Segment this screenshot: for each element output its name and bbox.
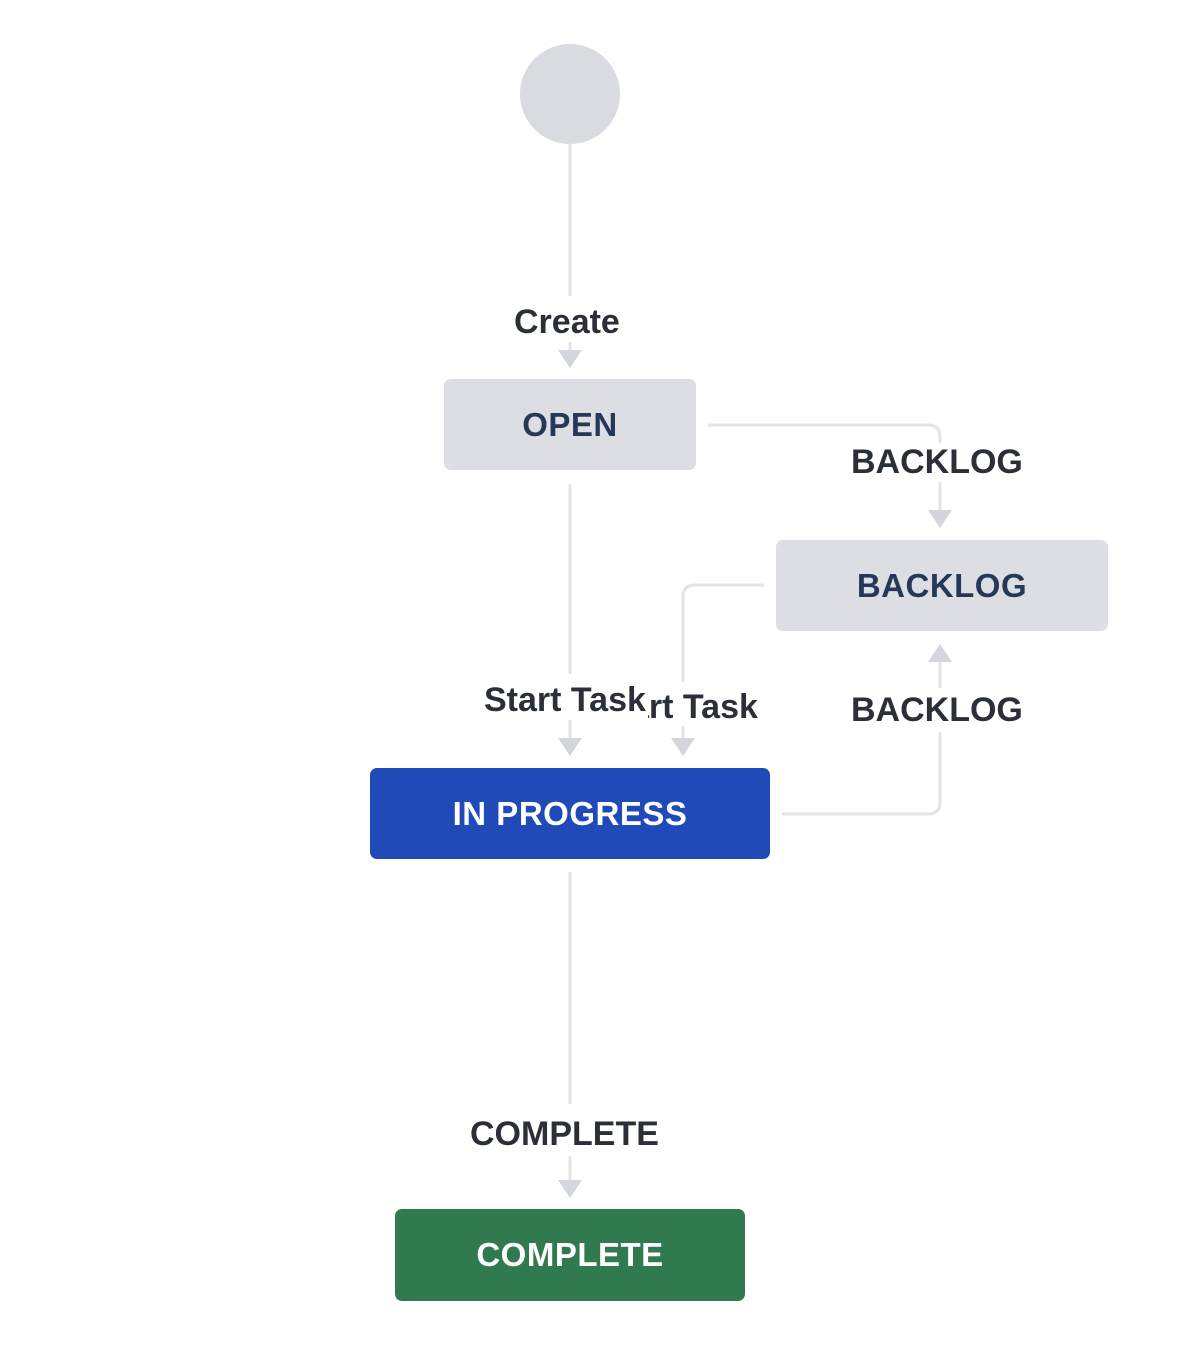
transition-backlog-from-open-label[interactable]: BACKLOG — [851, 443, 1023, 481]
status-backlog[interactable]: BACKLOG — [776, 540, 1108, 631]
status-complete-label: COMPLETE — [476, 1236, 664, 1273]
initial-state-node — [520, 44, 620, 144]
status-in-progress-label: IN PROGRESS — [452, 794, 688, 832]
arrow-into-in-progress — [558, 738, 582, 756]
arrow-into-in-progress-from-backlog — [671, 738, 695, 756]
arrow-into-complete — [558, 1180, 582, 1198]
arrow-into-backlog-from-in-progress — [928, 644, 952, 662]
status-open[interactable]: OPEN — [444, 379, 696, 470]
status-complete[interactable]: COMPLETE — [395, 1209, 745, 1301]
edge-in-progress-to-backlog-label — [782, 732, 942, 816]
transition-complete-label[interactable]: COMPLETE — [470, 1115, 659, 1153]
arrow-into-backlog — [928, 510, 952, 528]
transition-backlog-from-in-progress-label[interactable]: BACKLOG — [851, 691, 1023, 729]
transition-create-label[interactable]: Create — [514, 303, 620, 341]
status-backlog-label: BACKLOG — [856, 566, 1028, 604]
arrow-into-open — [558, 350, 582, 368]
edge-open-to-backlog — [708, 423, 942, 446]
status-in-progress[interactable]: IN PROGRESS — [370, 768, 770, 859]
edge-backlog-to-start-task — [681, 583, 764, 682]
transition-start-task-label[interactable]: Start Task — [484, 681, 648, 719]
status-open-label: OPEN — [522, 405, 618, 443]
